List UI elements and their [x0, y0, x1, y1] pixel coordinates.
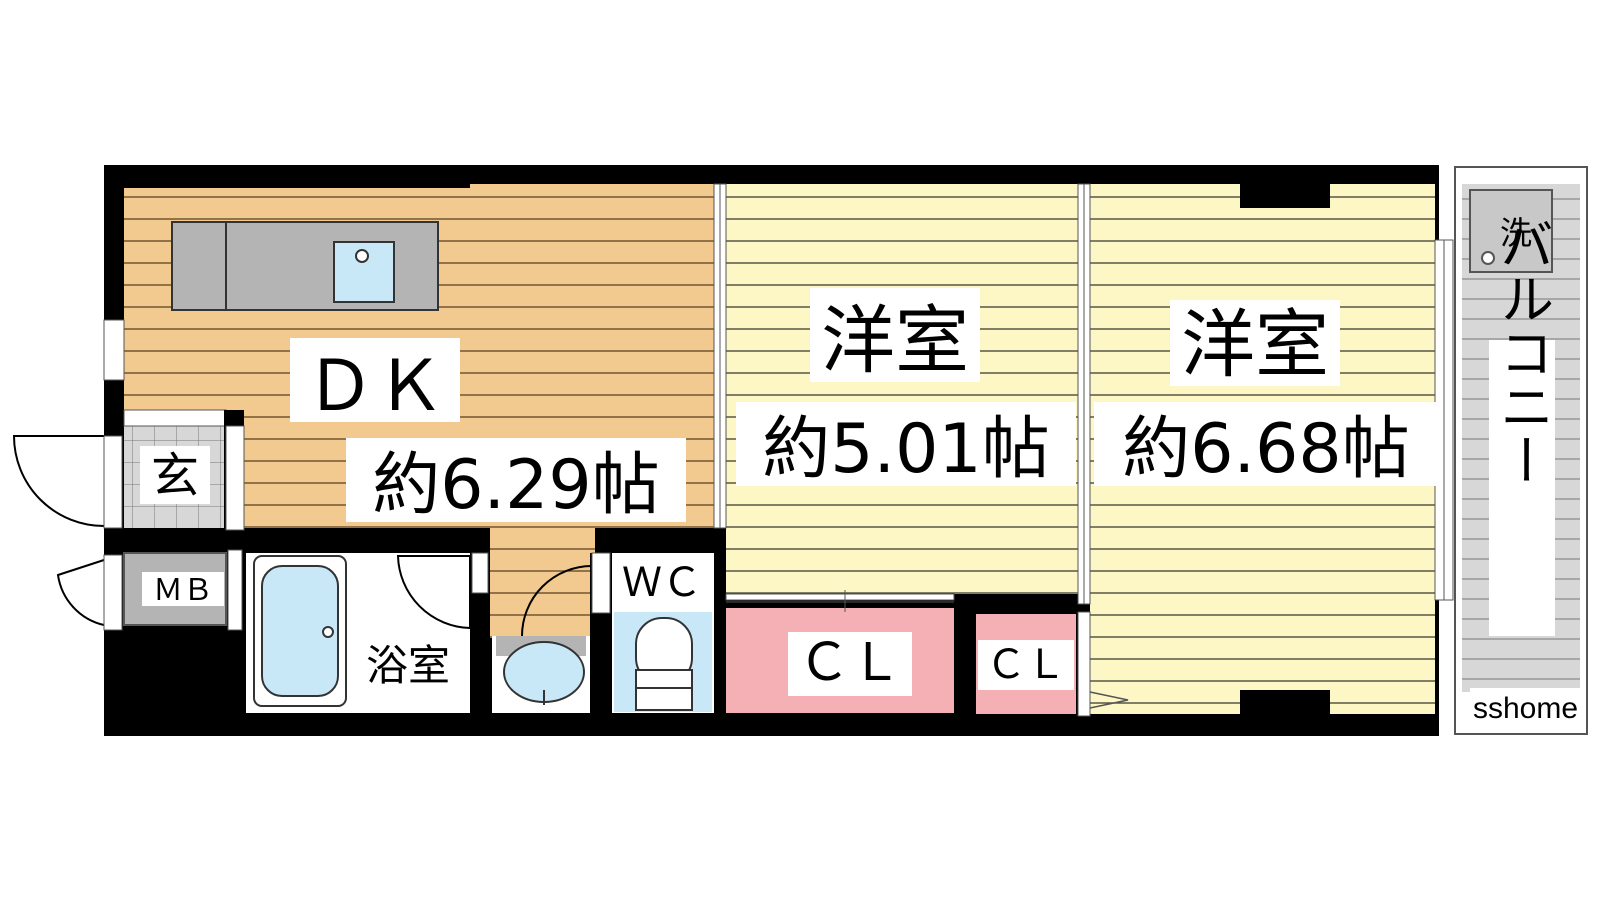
- toilet-label: ＷＣ: [622, 561, 702, 605]
- watermark-text: sshome: [1473, 692, 1578, 725]
- dk-room-name: ＤＫ: [305, 345, 445, 427]
- balcony-label: バルコニー: [1491, 217, 1554, 487]
- mb-door: [56, 554, 123, 631]
- closet-2-label: ＣＬ: [986, 643, 1066, 687]
- toilet-area: [591, 552, 714, 713]
- closet-1-label: ＣＬ: [798, 634, 902, 692]
- entrance-door: [12, 430, 123, 529]
- western-room-1-floor: [726, 184, 1078, 594]
- western-room-2-area: 約6.68帖: [1122, 410, 1409, 489]
- western-room-1-name: 洋室: [821, 298, 969, 384]
- entrance-label: 玄: [151, 448, 199, 504]
- washer-label: 洗: [1500, 214, 1532, 252]
- dk-room-area: 約6.29帖: [372, 446, 659, 525]
- bathroom-label: 浴室: [366, 641, 450, 690]
- western-room-2-name: 洋室: [1181, 302, 1329, 388]
- western-room-1-area: 約5.01帖: [762, 410, 1049, 489]
- meter-box-label: ＭＢ: [153, 574, 213, 607]
- kitchen-counter: [171, 221, 439, 311]
